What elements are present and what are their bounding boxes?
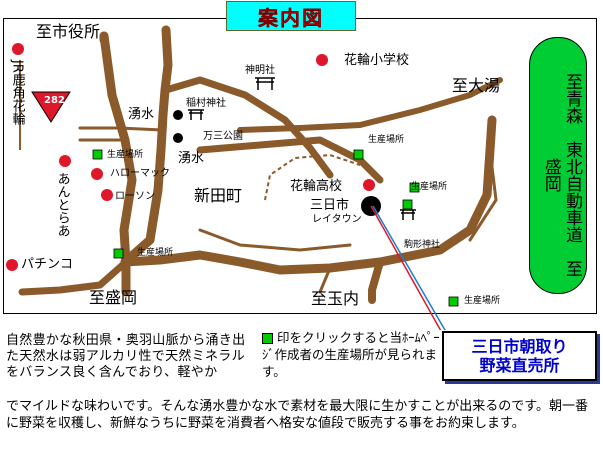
road-dashed	[264, 153, 361, 201]
elementary-school-dot	[316, 54, 328, 66]
map-svg	[6, 25, 503, 330]
antoraa-dot	[59, 155, 71, 167]
hello-mac-dot	[91, 168, 103, 180]
label-antoraa: あんとらあ	[54, 172, 70, 237]
label-jr-line: JR鹿角花輪	[9, 60, 25, 125]
road-upper-right	[237, 77, 503, 133]
label-shinden-town: 新田町	[194, 186, 243, 205]
road-bottom-wave	[198, 228, 352, 252]
label-manzou-park: 万三公園	[203, 131, 243, 142]
label-to-morioka: 至盛岡	[89, 288, 138, 307]
production-marker-6	[402, 199, 413, 210]
label-hanawa-elementary: 花輪小学校	[344, 53, 410, 68]
label-production-site-5: 生産場所	[464, 296, 501, 306]
description-part-1: 自然豊かな秋田県・奥羽山脈から涌き出た天然水は弱アルカリ性で天然ミネラルをバラン…	[6, 333, 246, 380]
callout-pointer-line	[370, 205, 442, 330]
label-inari-shrine: 稲村神社	[186, 98, 226, 109]
legend-text: 印をクリックすると当ﾎｰﾑﾍﾟｰｼﾞ作成者の生産場所が見られます。	[262, 330, 440, 379]
expressway-box	[529, 37, 587, 294]
label-to-city-hall: 至市役所	[36, 22, 101, 41]
label-hello-mac: ハローマック	[110, 168, 170, 179]
production-markers	[92, 149, 459, 307]
label-to-tamauchi: 至玉内	[311, 289, 360, 308]
label-ray-town: レイタウン	[312, 214, 362, 225]
label-production-site-3: 生産場所	[411, 182, 448, 192]
shinmei-torii-icon	[255, 77, 275, 90]
high-school-dot	[363, 179, 375, 191]
label-production-site-4: 生産場所	[137, 248, 174, 258]
label-mikkaichi: 三日市	[310, 198, 350, 213]
pachinko-dot	[6, 259, 18, 271]
expressway-label: 至青森 東北自動車道 至盛岡	[540, 73, 582, 277]
production-marker-5	[448, 296, 459, 307]
inari-torii-icon	[188, 109, 204, 120]
label-komagata-shrine: 駒形神社	[404, 240, 441, 250]
header-banner: 案内図	[226, 1, 356, 31]
label-to-oyu: 至大湯	[452, 76, 501, 95]
description-part-2: でマイルドな味わいです。そんな湧水豊かな水で素材を最大限に生かすことが出来るので…	[6, 399, 589, 431]
road-yuzumi-loop	[162, 76, 334, 179]
road-bottom-loop	[120, 115, 497, 275]
lawson-dot	[101, 189, 113, 201]
road-tamauchi	[368, 258, 384, 304]
road-right-vertical	[468, 148, 498, 242]
city-hall-dot	[12, 43, 24, 55]
label-wakimizu-1: 湧水	[128, 107, 155, 122]
torii-icons	[188, 77, 416, 220]
callout-pointer-line-2	[372, 205, 446, 330]
wakimizu-2-dot	[173, 133, 183, 143]
label-hanawa-high: 花輪高校	[290, 179, 343, 194]
production-marker-3	[409, 182, 420, 193]
road-city-hall-vertical	[158, 25, 173, 120]
callout-line-1: 三日市朝取り	[471, 336, 568, 356]
label-production-site-2: 生産場所	[368, 135, 405, 145]
label-shinmei-shrine: 神明社	[245, 65, 275, 76]
road-lower-branch	[318, 266, 332, 294]
road-central-north-south	[120, 110, 168, 267]
production-marker-4	[113, 248, 124, 259]
route-282-sign	[31, 91, 71, 123]
production-marker-1	[92, 149, 103, 160]
route-282-number: 282	[44, 95, 65, 106]
label-pachinko: パチンコ	[21, 257, 74, 272]
callout-box: 三日市朝取り 野菜直売所	[442, 331, 597, 381]
label-production-site-1: 生産場所	[107, 150, 144, 160]
road-left-horizontal	[78, 126, 164, 132]
road-bottom-left	[18, 258, 130, 296]
label-lawson: ローソン	[115, 191, 155, 202]
label-wakimizu-2: 湧水	[178, 151, 205, 166]
callout-line-2: 野菜直売所	[479, 356, 560, 375]
page-title: 案内図	[258, 5, 324, 30]
production-marker-2	[353, 149, 364, 160]
komagata-torii-icon	[400, 209, 416, 220]
wakimizu-1-dot	[173, 110, 183, 120]
production-legend-marker	[262, 333, 273, 344]
road-middle-east	[196, 136, 384, 184]
legend: 印をクリックすると当ﾎｰﾑﾍﾟｰｼﾞ作成者の生産場所が見られます。	[262, 329, 442, 380]
